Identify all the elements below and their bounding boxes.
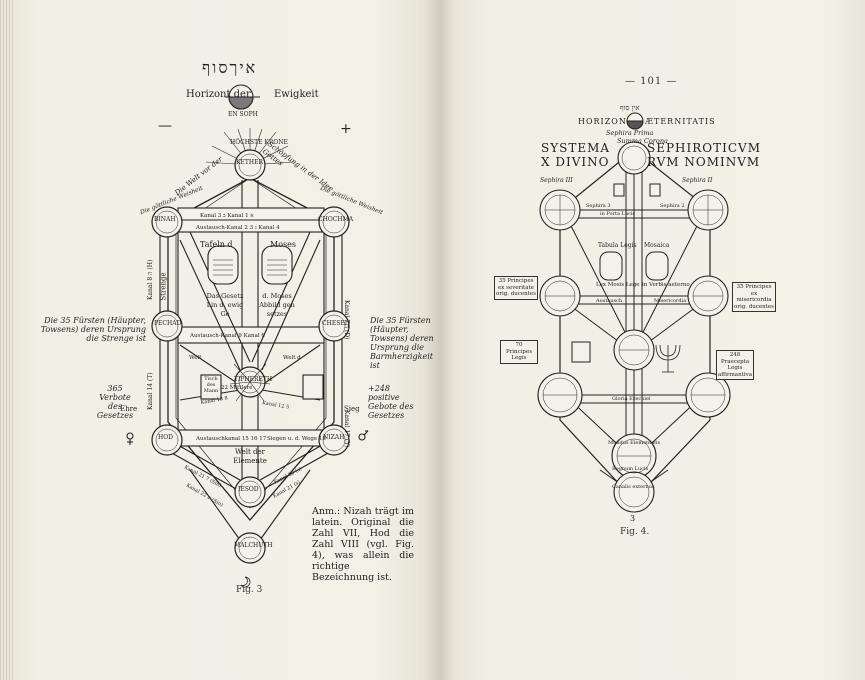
bottom-number: 3 <box>630 514 636 523</box>
caption-fig3: Fig. 3 <box>236 585 263 595</box>
plus-sign: + <box>340 121 352 137</box>
sephira-ii: Sephira II <box>682 177 713 184</box>
ehre-label: Ehre <box>120 405 138 413</box>
svg-text:Kanal 14 (T): Kanal 14 (T) <box>147 372 154 410</box>
ensoph-label: EN SOPH <box>228 111 258 118</box>
svg-text:BINAH: BINAH <box>154 216 176 223</box>
horizon-label: HORIZON <box>578 117 627 126</box>
footnote: Anm.: Nizah trägt im latein. Original di… <box>312 506 414 583</box>
tisch-label: Tisch des Mann <box>203 376 219 394</box>
welt-der-elemente: Welt der Elemente <box>233 448 267 465</box>
caption-fig4: Fig. 4. <box>620 527 650 537</box>
svg-text:IESOD: IESOD <box>238 486 259 493</box>
summa-corona: Summa Corona <box>617 137 668 145</box>
svg-text:Kanal 8 ה (H): Kanal 8 ה (H) <box>147 260 154 300</box>
mosaica: Mosaica <box>644 242 670 249</box>
aeternitatis-label: ÆTERNITATIS <box>645 117 716 126</box>
lex-mosis: Lex Mosis Lege <box>596 282 640 288</box>
horizon-left-label: Horizont der <box>186 89 251 100</box>
sieg-label: Sieg <box>344 405 360 413</box>
svg-text:Sephira 3: Sephira 3 <box>586 203 611 209</box>
svg-text:Regnum Lucis: Regnum Lucis <box>612 466 649 472</box>
svg-text:Austausch-Kanal 2 ג 3 Kanal 4: Austausch-Kanal 2 ג 3 Kanal 4 <box>195 225 280 231</box>
title-line2-left: X DIVINO <box>541 155 610 169</box>
svg-text:Kanal 3 ב Kanal 1 א: Kanal 3 ב Kanal 1 א <box>200 213 254 219</box>
crown-label: HÖCHSTE KRONE <box>230 139 288 146</box>
svg-text:CHESED: CHESED <box>322 320 350 327</box>
page-edges <box>0 0 14 680</box>
mittlere-label: 22 Mittlere <box>221 385 253 391</box>
note-right: 35 Principes ex misericordia orig. ducen… <box>732 282 776 312</box>
page-number: — 101 — <box>625 76 678 87</box>
hebrew-title: איךסוף <box>202 58 258 77</box>
svg-text:in Porta Lucis: in Porta Lucis <box>600 211 635 217</box>
svg-text:KETHER: KETHER <box>236 159 263 166</box>
law-text: Das Gesetz Lin d. ewig Ge <box>206 292 244 318</box>
tablets-label-right: Moses <box>270 240 296 249</box>
title-line1-left: SYSTEMA <box>541 141 611 155</box>
svg-text:Kanal 7 ד (D): Kanal 7 ד (D) <box>343 300 350 339</box>
moses-text: d. Moses Abbild gen setzes <box>259 292 295 318</box>
svg-text:Sephira 2: Sephira 2 <box>660 203 685 209</box>
svg-text:CHOCHMA: CHOCHMA <box>318 216 354 223</box>
note-mid-left: 70 Principes Legis <box>500 340 538 364</box>
sephira-iii: Sephira III <box>540 177 573 184</box>
svg-text:NIZAH: NIZAH <box>323 434 344 441</box>
horizon-right-label: Ewigkeit <box>274 89 319 100</box>
svg-text:Misericordia: Misericordia <box>654 298 686 304</box>
svg-text:MALCHUTH: MALCHUTH <box>234 542 273 549</box>
svg-text:Kanal 12 5: Kanal 12 5 <box>262 400 290 411</box>
title-line2-right: RVM NOMINVM <box>647 155 761 169</box>
svg-text:Canalis externus: Canalis externus <box>612 484 655 490</box>
svg-text:TIPHERETH: TIPHERETH <box>234 376 272 383</box>
tablets-label-left: Tafeln d <box>200 240 233 249</box>
minus-sign: — <box>158 118 172 134</box>
side-left-365: 365 Verbote des Gesetzes <box>96 384 134 420</box>
side-right-note: Die 35 Fürsten (Häupter, Towsens) deren … <box>370 316 434 370</box>
title-line1-right: SEPHIROTICVM <box>647 141 762 155</box>
svg-text:Siegen u. d. Wege 18: Siegen u. d. Wege 18 <box>267 436 326 442</box>
verbis-aeterno: in Verbis aeterno <box>642 282 690 288</box>
side-right-248: +248 positive Gebote des Gesetzes <box>368 384 414 420</box>
sephira-prima: Sephira Prima <box>606 129 654 137</box>
tabula-legis: Tabula Legis <box>598 242 637 249</box>
svg-text:HOD: HOD <box>158 434 173 441</box>
svg-text:PECHAD: PECHAD <box>154 320 182 327</box>
svg-text:Mundus Elementalis: Mundus Elementalis <box>608 440 660 446</box>
note-left: 35 Principes ex severitate orig. ducente… <box>494 276 538 300</box>
svg-text:Austausch: Austausch <box>595 298 623 304</box>
hebrew-top: אין סוף <box>620 104 640 112</box>
svg-text:Welt d: Welt d <box>283 355 301 361</box>
svg-text:Gloria Ezechiel: Gloria Ezechiel <box>612 396 651 402</box>
note-mid-right: 248 Praecepta Legis affirmantiva <box>716 350 754 380</box>
svg-text:Austauschkanal 15 16 17: Austauschkanal 15 16 17 <box>195 436 267 442</box>
side-left-note: Die 35 Fürsten (Häupter, Towsens) deren … <box>40 316 146 343</box>
svg-text:Austausch-Kanal 9 Kanal 6: Austausch-Kanal 9 Kanal 6 <box>189 333 265 339</box>
svg-text:Kanal 17 (Y): Kanal 17 (Y) <box>343 410 350 448</box>
svg-text:Kanal 13 8: Kanal 13 8 <box>200 395 228 406</box>
svg-text:Welt: Welt <box>189 355 202 361</box>
